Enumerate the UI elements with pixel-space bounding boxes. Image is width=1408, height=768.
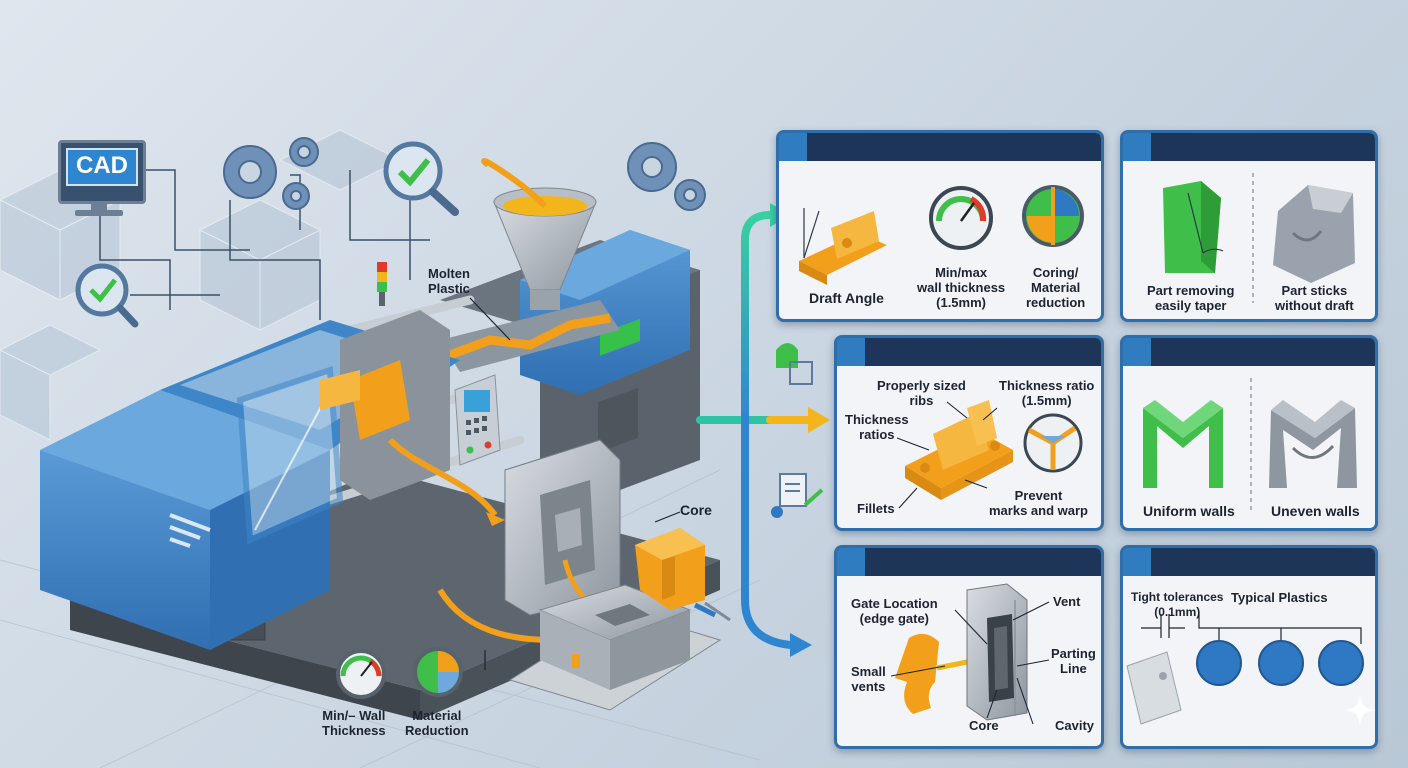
hopper-icon: [481, 157, 597, 310]
gauge-icon: [336, 649, 386, 699]
label-draft-angle: Draft Angle: [809, 290, 884, 306]
label-tight-tolerances: Tight tolerances (0.1mm): [1131, 590, 1224, 619]
gear-icon: [223, 137, 706, 211]
label-parting-line: Parting Line: [1051, 646, 1096, 676]
cad-label: CAD: [66, 148, 138, 186]
panel-header: [837, 338, 1101, 366]
panel-gate-graphics: [890, 583, 1050, 725]
label-core-detail: Core: [969, 718, 999, 733]
label-uniform-walls: Uniform walls: [1143, 503, 1235, 519]
panel-walls: Uniform walls Uneven walls: [1120, 335, 1378, 531]
panel-header: [1123, 548, 1375, 576]
panel-ribs-graphics: [896, 400, 1083, 509]
core-part-icon: [635, 528, 705, 610]
label-thickness-ratio: Thickness ratio (1.5mm): [999, 378, 1095, 408]
panel-header: [779, 133, 1101, 161]
label-thickness-ratios: Thickness ratios: [845, 412, 909, 442]
label-vent: Vent: [1053, 594, 1081, 609]
label-properly-sized-ribs: Properly sized ribs: [877, 378, 966, 408]
icon-connectors: [99, 169, 430, 320]
label-core: Core: [680, 502, 712, 518]
panel-gate: Gate Location (edge gate) Vent Parting L…: [834, 545, 1104, 749]
label-coring: Coring/ Material reduction: [1026, 265, 1086, 310]
sparkle-icon: [1344, 694, 1376, 726]
small-part-icon: [776, 343, 813, 385]
magnifier-check-icon: [75, 141, 459, 328]
mold-core-half: [508, 584, 722, 711]
panel-ribs: Properly sized ribs Thickness ratio (1.5…: [834, 335, 1104, 531]
mold-cavity-half: [504, 439, 621, 616]
panel-header: [1123, 338, 1375, 366]
panel-header: [1123, 133, 1375, 161]
label-gate-location: Gate Location (edge gate): [851, 596, 938, 626]
panel-tolerances: Tight tolerances (0.1mm) Typical Plastic…: [1120, 545, 1378, 749]
panel-walls-graphics: [1143, 378, 1357, 513]
cad-monitor-icon: CAD: [58, 140, 146, 204]
label-prevent-marks: Prevent marks and warp: [989, 488, 1088, 518]
panel-header: [837, 548, 1101, 576]
panel-draft-design: Draft Angle Min/max wall thickness (1.5m…: [776, 130, 1104, 322]
label-uneven-walls: Uneven walls: [1271, 503, 1360, 519]
clamp-unit: [40, 262, 501, 650]
panel-tolerances-graphics: [1126, 614, 1364, 725]
panel-draft-comparison: Part removing easily taper Part sticks w…: [1120, 130, 1378, 322]
label-part-removing: Part removing easily taper: [1147, 283, 1235, 313]
panel-draft-comparison-graphics: [1163, 173, 1355, 303]
pie-reduction-icon: [413, 647, 463, 697]
label-fillets: Fillets: [857, 501, 895, 516]
panel-draft-graphics: [799, 185, 1084, 285]
label-cavity: Cavity: [1055, 718, 1095, 733]
label-min-max-wall: Min/max wall thickness (1.5mm): [917, 265, 1006, 310]
barrel: [440, 300, 620, 372]
document-icon: [771, 473, 824, 518]
label-part-sticks: Part sticks without draft: [1275, 283, 1354, 313]
flow-arrows: [696, 211, 814, 649]
label-molten-plastic: Molten Plastic: [428, 266, 470, 296]
label-wall-thickness: Min/– Wall Thickness: [322, 708, 386, 738]
label-typical-plastics: Typical Plastics: [1231, 590, 1328, 605]
background-cubes: [0, 129, 402, 441]
label-small-vents: Small vents: [851, 664, 886, 694]
label-material-reduction: Material Reduction: [405, 708, 469, 738]
